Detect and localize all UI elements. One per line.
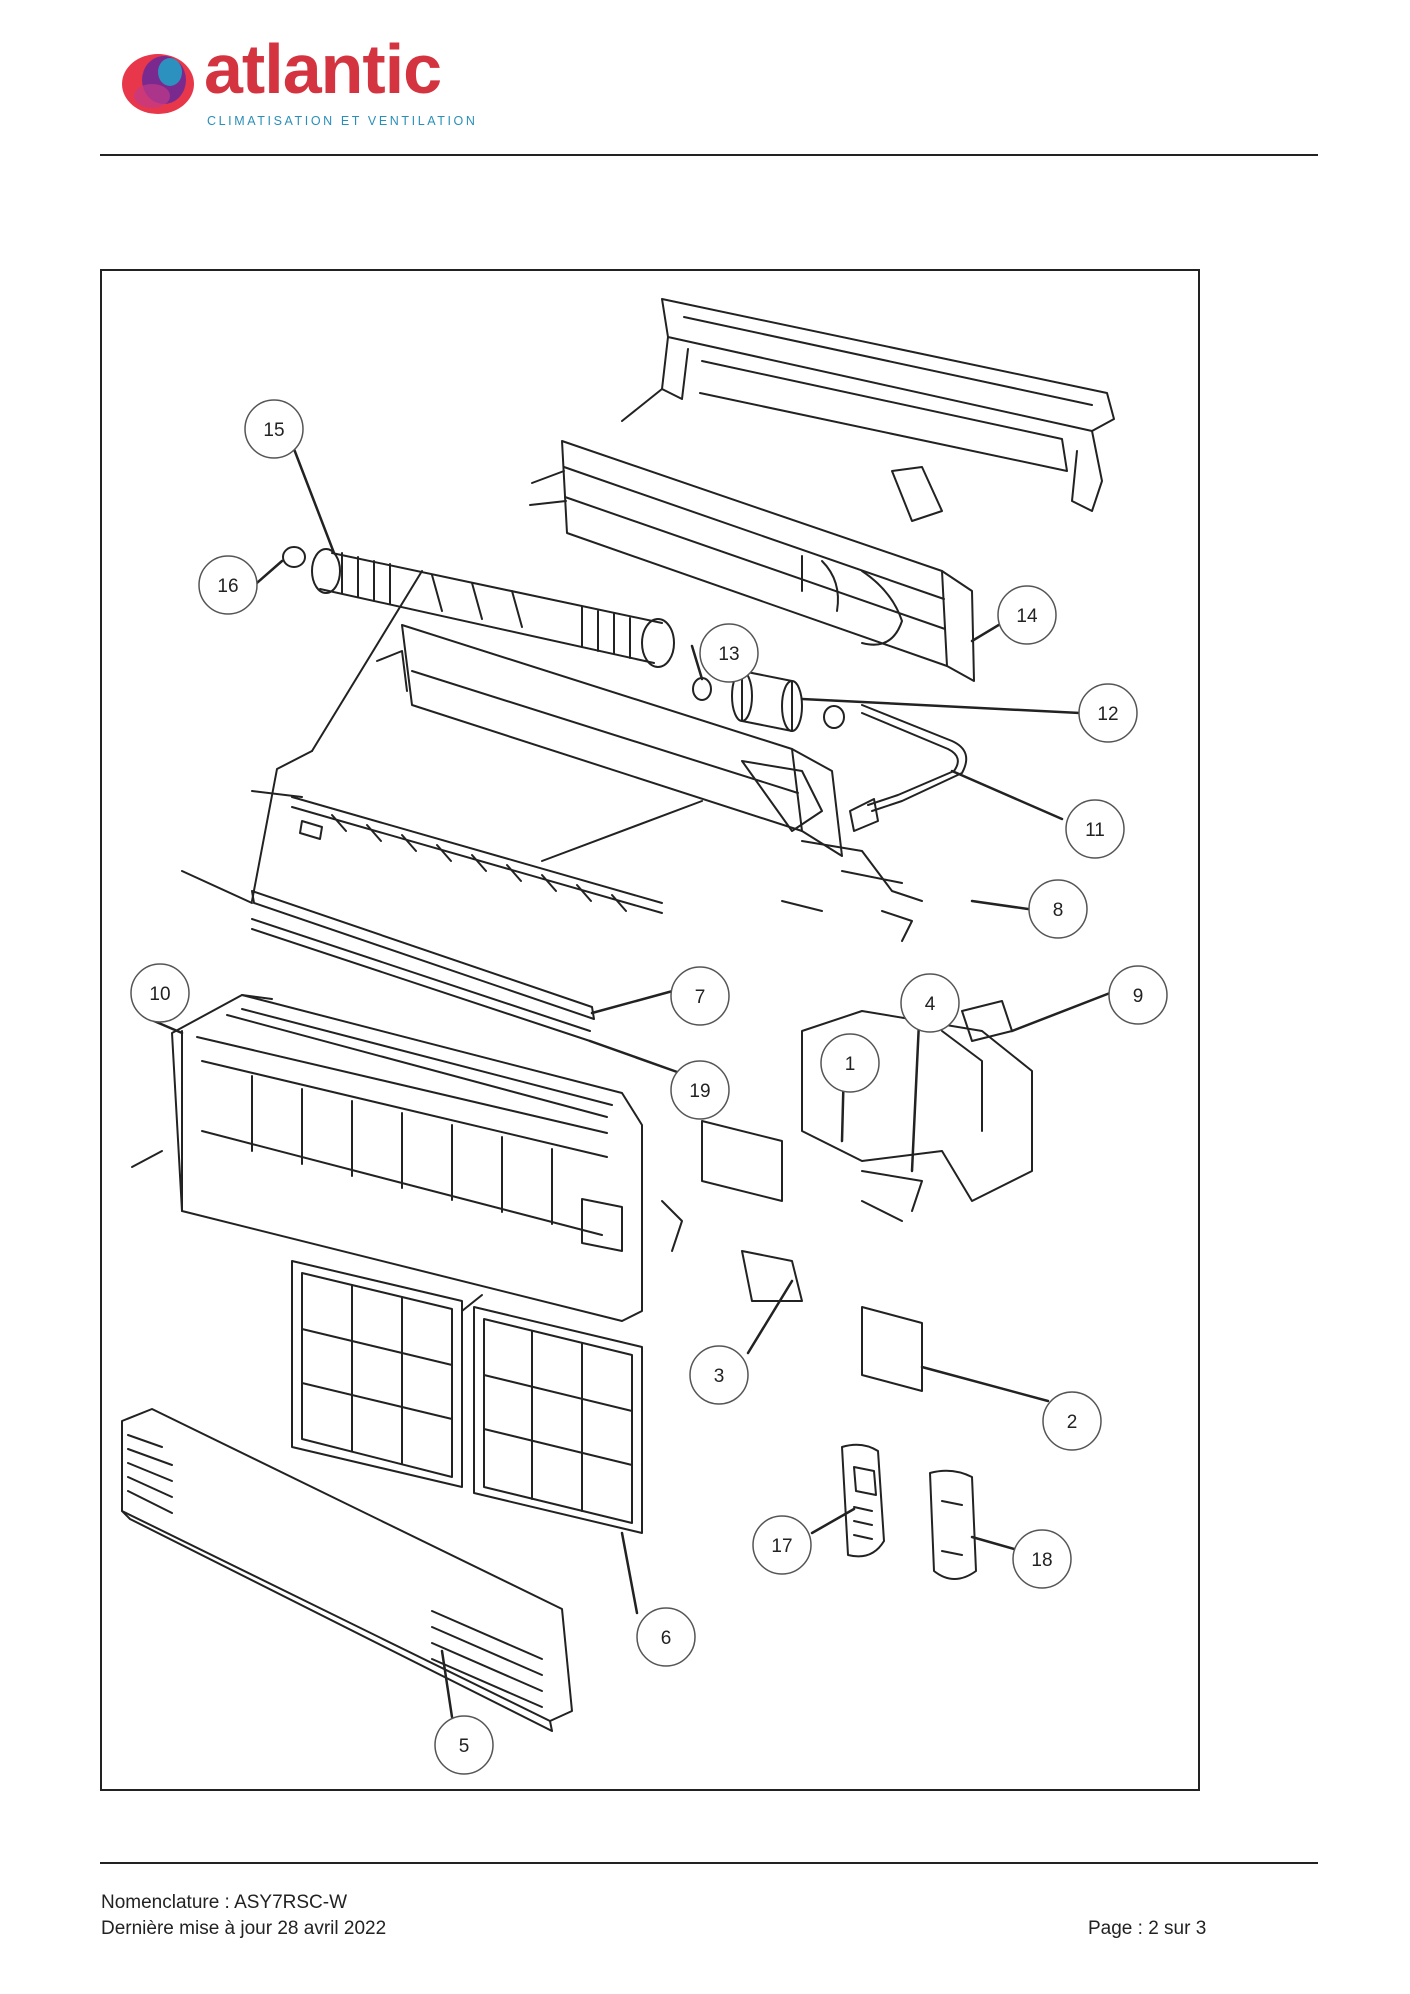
callout-2: 2 — [1042, 1391, 1102, 1451]
callout-4: 4 — [900, 973, 960, 1033]
louvers — [251, 790, 663, 914]
heat-exchanger — [529, 440, 975, 682]
footer-nomenclature: Nomenclature : ASY7RSC-W — [101, 1892, 348, 1913]
remote-control — [841, 1443, 885, 1558]
callout-number: 13 — [718, 644, 739, 665]
front-panel — [131, 994, 643, 1322]
support-bars — [181, 870, 595, 1042]
callout-number: 17 — [771, 1536, 792, 1557]
main-casing — [251, 570, 843, 902]
callout-18: 18 — [1012, 1529, 1072, 1589]
refrigerant-pipe — [849, 704, 968, 832]
callout-number: 12 — [1097, 704, 1118, 725]
fan-rotor — [282, 546, 675, 668]
callout-number: 7 — [695, 987, 706, 1008]
callout-16: 16 — [198, 555, 258, 615]
fan-motor — [692, 670, 845, 732]
callout-number: 19 — [689, 1081, 710, 1102]
callout-number: 14 — [1016, 606, 1038, 627]
brand-tagline: CLIMATISATION ET VENTILATION — [207, 114, 478, 128]
header-divider — [100, 154, 1318, 156]
callout-number: 16 — [217, 576, 238, 597]
callout-1: 1 — [820, 1033, 880, 1093]
front-cover — [121, 1408, 573, 1732]
callout-15: 15 — [244, 399, 304, 459]
callout-number: 5 — [459, 1736, 470, 1757]
remote-holder — [929, 1469, 977, 1580]
callout-number: 8 — [1053, 900, 1064, 921]
callout-number: 10 — [149, 984, 170, 1005]
brand-wordmark: atlantic — [204, 30, 442, 108]
exploded-diagram-frame: 15 16 13 14 12 11 — [100, 269, 1200, 1791]
control-wiring — [781, 840, 923, 942]
callout-7: 7 — [670, 966, 730, 1026]
brand-mark-icon — [122, 54, 194, 114]
wall-chassis — [621, 298, 1115, 522]
callout-11: 11 — [1065, 799, 1125, 859]
callout-number: 9 — [1133, 986, 1144, 1007]
callout-14: 14 — [997, 585, 1057, 645]
callout-number: 2 — [1067, 1412, 1078, 1433]
callout-19: 19 — [670, 1060, 730, 1120]
callout-number: 4 — [925, 994, 936, 1015]
callout-number: 6 — [661, 1628, 672, 1649]
callout-10: 10 — [130, 963, 190, 1023]
footer-divider — [100, 1862, 1318, 1864]
air-filters — [291, 1260, 643, 1534]
callout-number: 11 — [1085, 820, 1105, 841]
footer-page-number: Page : 2 sur 3 — [1088, 1918, 1207, 1939]
callout-9: 9 — [1108, 965, 1168, 1025]
callout-number: 18 — [1031, 1550, 1052, 1571]
exploded-diagram: 15 16 13 14 12 11 — [121, 298, 1168, 1775]
callout-number: 15 — [263, 420, 284, 441]
footer-last-updated: Dernière mise à jour 28 avril 2022 — [101, 1918, 387, 1939]
callout-3: 3 — [689, 1345, 749, 1405]
callout-13: 13 — [699, 623, 759, 683]
callout-number: 3 — [714, 1366, 725, 1387]
callout-5: 5 — [434, 1715, 494, 1775]
callout-17: 17 — [752, 1515, 812, 1575]
callout-8: 8 — [1028, 879, 1088, 939]
leader-lines — [152, 447, 1112, 1719]
brand-logo: atlantic CLIMATISATION ET VENTILATION — [118, 34, 498, 134]
callout-6: 6 — [636, 1607, 696, 1667]
callout-12: 12 — [1078, 683, 1138, 743]
callout-number: 1 — [845, 1054, 856, 1075]
